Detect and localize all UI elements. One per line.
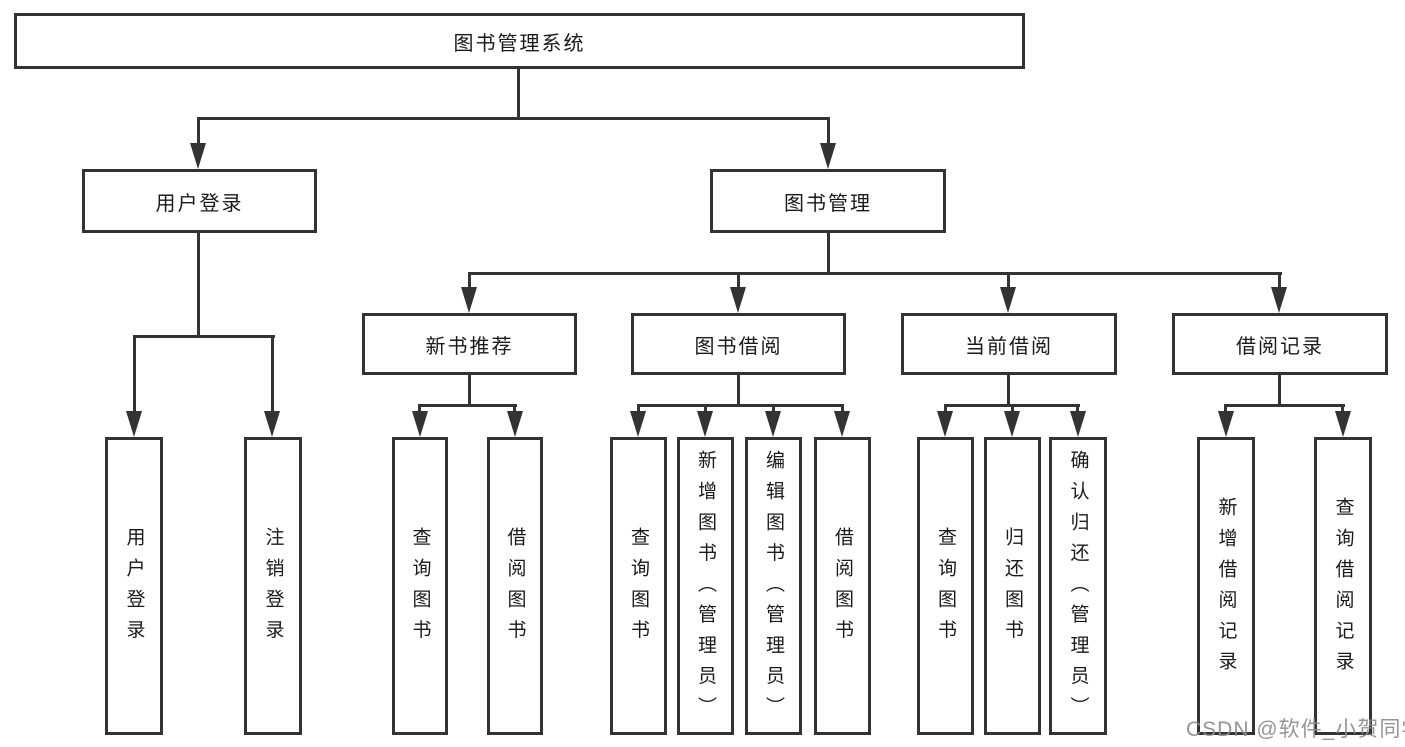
connector-line [197, 117, 200, 145]
leaf-logout: 注销登录 [244, 437, 302, 735]
leaf-query-books-recommend: 查询图书 [392, 437, 448, 735]
node-new-book-recommend: 新书推荐 [362, 313, 577, 375]
node-current-borrow: 当前借阅 [901, 313, 1117, 375]
connector-line [1007, 272, 1010, 289]
csdn-watermark: CSDN @软件_小贺同学 [1186, 718, 1405, 741]
arrow-down-icon [630, 411, 646, 437]
arrow-down-icon [834, 411, 850, 437]
node-borrow-records: 借阅记录 [1172, 313, 1388, 375]
connector-line [1224, 404, 1227, 414]
arrow-down-icon [730, 287, 746, 313]
leaf-edit-books-admin: 编辑图书（管理员） [745, 437, 802, 735]
connector-line [704, 404, 707, 414]
arrow-down-icon [1271, 287, 1287, 313]
connector-line [197, 233, 200, 335]
connector-line [418, 404, 421, 414]
arrow-down-icon [126, 411, 142, 437]
leaf-confirm-return-admin: 确认归还（管理员） [1049, 437, 1107, 735]
arrow-down-icon [937, 411, 953, 437]
arrow-down-icon [1218, 411, 1234, 437]
node-user-login: 用户登录 [82, 169, 317, 233]
leaf-add-borrow-record: 新增借阅记录 [1197, 437, 1255, 735]
leaf-add-books-admin: 新增图书（管理员） [677, 437, 734, 735]
connector-line [637, 404, 844, 407]
connector-line [197, 117, 830, 120]
leaf-query-borrow-record: 查询借阅记录 [1314, 437, 1372, 735]
connector-line [517, 69, 520, 117]
arrow-down-icon [1004, 411, 1020, 437]
connector-line [1007, 375, 1010, 407]
arrow-down-icon [507, 411, 523, 437]
connector-line [1278, 272, 1281, 289]
arrow-down-icon [1000, 287, 1016, 313]
arrow-down-icon [765, 411, 781, 437]
connector-line [513, 404, 516, 414]
node-root: 图书管理系统 [14, 13, 1025, 69]
arrow-down-icon [412, 411, 428, 437]
connector-line [133, 335, 136, 413]
leaf-borrow-books-recommend: 借阅图书 [487, 437, 543, 735]
connector-line [772, 404, 775, 414]
arrow-down-icon [264, 411, 280, 437]
arrow-down-icon [697, 411, 713, 437]
connector-line [737, 272, 740, 289]
arrow-down-icon [1335, 411, 1351, 437]
connector-line [1076, 404, 1079, 414]
leaf-query-books-borrow: 查询图书 [610, 437, 667, 735]
connector-line [841, 404, 844, 414]
node-book-management: 图书管理 [710, 169, 946, 233]
connector-line [1278, 375, 1281, 407]
leaf-borrow-books: 借阅图书 [814, 437, 871, 735]
connector-line [133, 335, 275, 338]
leaf-return-books: 归还图书 [984, 437, 1041, 735]
arrow-down-icon [190, 143, 206, 169]
arrow-down-icon [820, 143, 836, 169]
arrow-down-icon [461, 287, 477, 313]
connector-line [1341, 404, 1344, 414]
arrow-down-icon [1070, 411, 1086, 437]
connector-line [271, 335, 274, 413]
connector-line [1011, 404, 1014, 414]
connector-line [418, 404, 517, 407]
leaf-query-books-current: 查询图书 [917, 437, 974, 735]
connector-line [1224, 404, 1345, 407]
connector-line [468, 375, 471, 407]
connector-line [637, 404, 640, 414]
connector-line [737, 375, 740, 407]
leaf-user-login: 用户登录 [105, 437, 163, 735]
connector-line [827, 117, 830, 145]
node-book-borrow: 图书借阅 [631, 313, 846, 375]
connector-line [468, 272, 1282, 275]
connector-line [468, 272, 471, 289]
connector-line [944, 404, 947, 414]
connector-line [827, 233, 830, 272]
